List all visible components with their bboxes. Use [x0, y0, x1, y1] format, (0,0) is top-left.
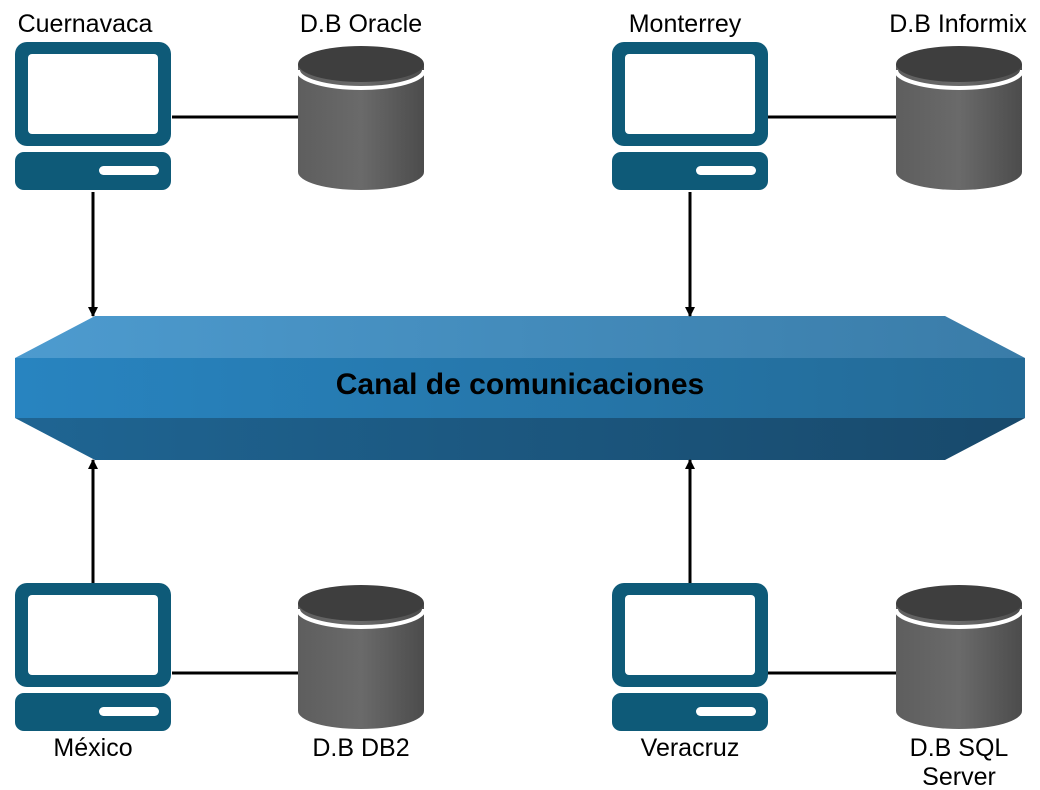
node-veracruz: Veracruz D.B SQL Server — [612, 583, 1024, 790]
database-label-oracle: D.B Oracle — [300, 10, 422, 38]
bus-label: Canal de comunicaciones — [336, 368, 704, 401]
database-label-informix: D.B Informix — [889, 10, 1027, 38]
database-icon — [296, 46, 426, 190]
node-cuernavaca: Cuernavaca D.B Oracle — [15, 10, 426, 190]
database-icon — [296, 585, 426, 729]
database-icon — [894, 585, 1024, 729]
database-label-sqlserver-line1: D.B SQL — [910, 734, 1009, 762]
database-label-sqlserver-line2: Server — [922, 763, 996, 790]
database-label-db2: D.B DB2 — [312, 734, 409, 762]
database-links — [172, 115, 896, 675]
computer-label-monterrey: Monterrey — [629, 10, 742, 38]
database-icon — [894, 46, 1024, 190]
computer-icon — [612, 583, 768, 731]
computer-icon — [612, 42, 768, 190]
computer-label-veracruz: Veracruz — [641, 734, 740, 762]
computer-label-mexico: México — [53, 734, 132, 762]
node-monterrey: Monterrey D.B Informix — [612, 10, 1027, 190]
computer-icon — [15, 583, 171, 731]
computer-icon — [15, 42, 171, 190]
node-mexico: México D.B DB2 — [15, 583, 426, 762]
computer-label-cuernavaca: Cuernavaca — [18, 10, 153, 38]
bus-connectors — [88, 192, 695, 583]
communication-bus: Canal de comunicaciones — [15, 316, 1025, 460]
